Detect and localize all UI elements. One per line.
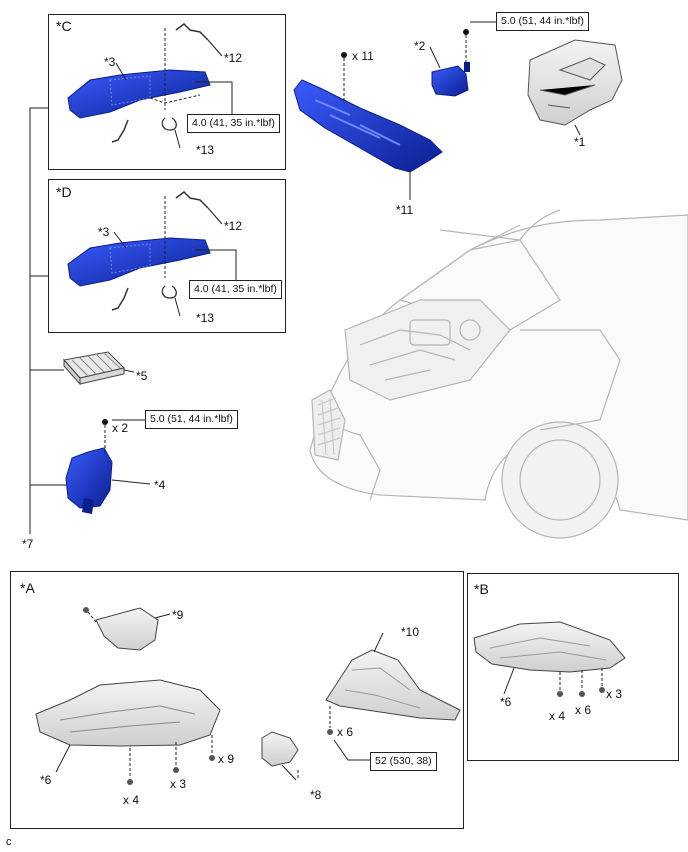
air-filter-element-part xyxy=(63,351,125,386)
callout-12-c: *12 xyxy=(224,51,243,65)
engine-under-cover-rh-part xyxy=(95,607,159,651)
callout-4: *4 xyxy=(154,478,166,492)
fender-liner-part xyxy=(325,649,461,721)
torque-spec-fender: 52 (530, 38) xyxy=(370,752,437,771)
qty-b-bolt-6: x 6 xyxy=(575,703,592,717)
callout-7: *7 xyxy=(22,537,34,551)
figure-code: c xyxy=(6,836,12,848)
group-b-frame xyxy=(467,573,679,761)
group-c-frame xyxy=(48,14,286,170)
frame-label-a: *A xyxy=(20,580,35,596)
qty-a-bolt-9: x 9 xyxy=(218,752,235,766)
qty-fender-bolt-6: x 6 xyxy=(337,725,354,739)
qty-cleaner-bolt: x 2 xyxy=(112,421,129,435)
callout-13-d: *13 xyxy=(196,311,215,325)
group-d-frame xyxy=(48,179,286,333)
callout-11-top: x 11 xyxy=(352,49,374,63)
torque-spec-duct-c: 4.0 (41, 35 in.*lbf) xyxy=(187,114,280,133)
intake-duct-d-part xyxy=(67,237,211,287)
engine-cover-part xyxy=(527,39,623,126)
callout-13-c: *13 xyxy=(196,143,215,157)
callout-8: *8 xyxy=(310,788,322,802)
torque-spec-duct-d: 4.0 (41, 35 in.*lbf) xyxy=(189,280,282,299)
frame-label-d: *D xyxy=(56,184,72,200)
group-a-frame xyxy=(10,571,464,829)
torque-spec-cover: 5.0 (51, 44 in.*lbf) xyxy=(496,12,589,31)
qty-b-bolt-3: x 3 xyxy=(606,687,623,701)
callout-1: *1 xyxy=(574,135,586,149)
callout-11: *11 xyxy=(396,203,414,217)
cowl-panel-part xyxy=(293,79,443,173)
callout-6-b: *6 xyxy=(500,695,512,709)
callout-2: *2 xyxy=(414,39,426,53)
callout-5: *5 xyxy=(136,369,148,383)
callout-10: *10 xyxy=(401,625,420,639)
torque-spec-cleaner: 5.0 (51, 44 in.*lbf) xyxy=(145,410,238,429)
callout-3-c: *3 xyxy=(104,55,116,69)
air-cleaner-case-part xyxy=(65,447,113,514)
engine-under-cover-part xyxy=(35,679,221,747)
callout-6-a: *6 xyxy=(40,773,52,787)
callout-9: *9 xyxy=(172,608,184,622)
engine-under-cover-bracket-part xyxy=(261,731,299,767)
bracket-part xyxy=(431,62,470,97)
engine-under-cover-b-part xyxy=(473,621,626,673)
qty-a-bolt-3: x 3 xyxy=(170,777,187,791)
frame-label-b: *B xyxy=(474,581,489,597)
qty-a-bolt-4: x 4 xyxy=(123,793,140,807)
frame-label-c: *C xyxy=(56,18,72,34)
vehicle-illustration xyxy=(309,209,688,539)
qty-b-bolt-4: x 4 xyxy=(549,709,566,723)
callout-12-d: *12 xyxy=(224,219,243,233)
callout-3-d: *3 xyxy=(98,225,110,239)
